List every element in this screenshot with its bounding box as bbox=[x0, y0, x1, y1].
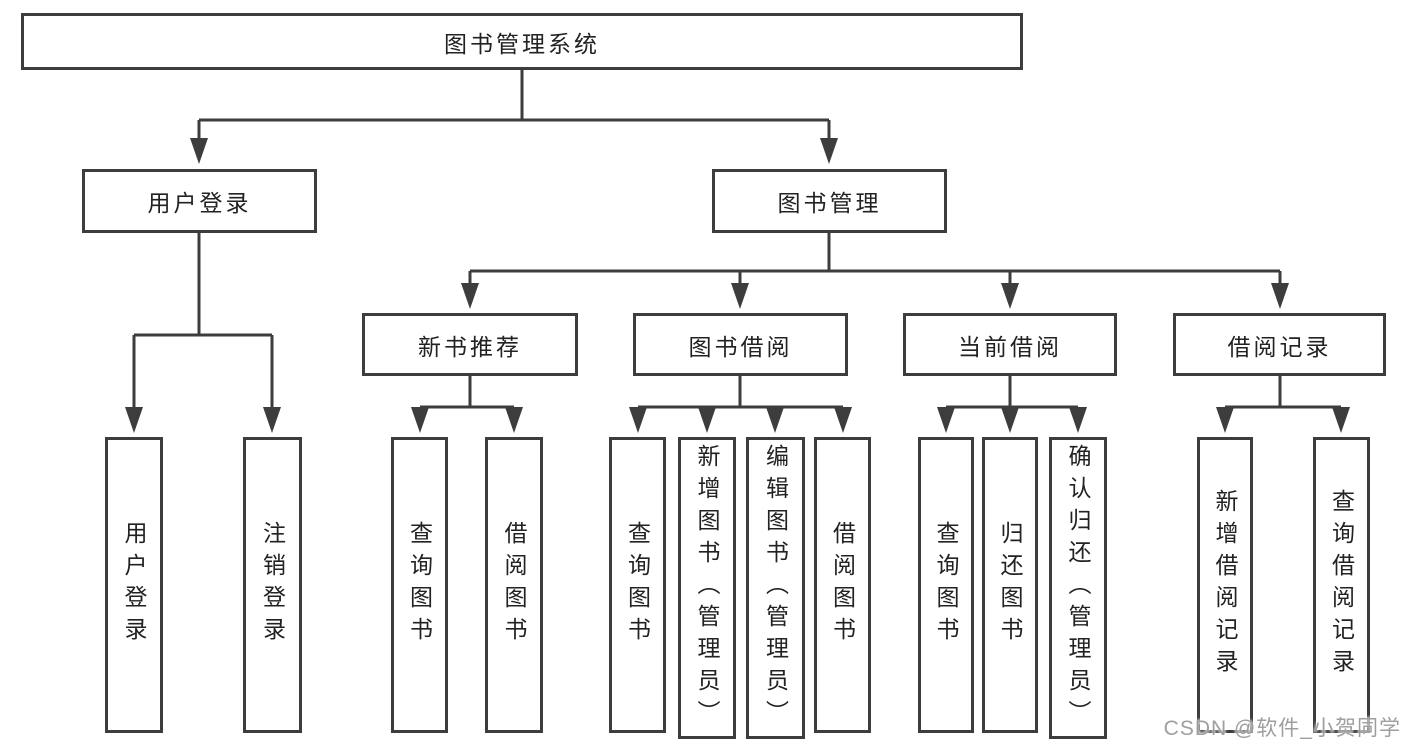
node-user-login-label: 用户登录 bbox=[147, 190, 252, 216]
node-new-book-recommend-label: 新书推荐 bbox=[418, 333, 522, 360]
node-user-login: 用户登录 bbox=[82, 169, 317, 233]
node-leaf-query-books-1: 查询图书 bbox=[391, 437, 448, 733]
node-current-borrow-label: 当前借阅 bbox=[958, 333, 1062, 360]
node-borrow-records-label: 借阅记录 bbox=[1227, 333, 1332, 360]
node-leaf-add-books-admin-label: 新增图书（管理员） bbox=[694, 444, 720, 732]
node-leaf-return-books: 归还图书 bbox=[982, 437, 1038, 733]
node-leaf-logout: 注销登录 bbox=[243, 437, 302, 733]
node-book-borrow-label: 图书借阅 bbox=[688, 333, 793, 360]
node-leaf-query-books-3: 查询图书 bbox=[918, 437, 974, 733]
node-leaf-query-books-1-label: 查询图书 bbox=[406, 521, 433, 649]
node-borrow-records: 借阅记录 bbox=[1173, 313, 1386, 376]
arrowheads bbox=[125, 138, 1350, 433]
node-root: 图书管理系统 bbox=[21, 13, 1023, 70]
node-leaf-query-books-3-label: 查询图书 bbox=[933, 521, 959, 649]
node-book-management: 图书管理 bbox=[712, 169, 947, 233]
node-leaf-confirm-return-admin-label: 确认归还（管理员） bbox=[1065, 444, 1091, 732]
node-leaf-query-borrow-record-label: 查询借阅记录 bbox=[1328, 489, 1355, 681]
node-leaf-return-books-label: 归还图书 bbox=[997, 521, 1023, 649]
node-book-management-label: 图书管理 bbox=[777, 190, 882, 216]
node-leaf-add-borrow-record-label: 新增借阅记录 bbox=[1212, 489, 1238, 681]
node-leaf-borrow-books-1: 借阅图书 bbox=[485, 437, 543, 733]
node-leaf-borrow-books-2-label: 借阅图书 bbox=[829, 521, 856, 649]
watermark: CSDN @软件_小贺同学 bbox=[1163, 717, 1401, 740]
node-leaf-logout-label: 注销登录 bbox=[259, 521, 286, 649]
node-leaf-add-books-admin: 新增图书（管理员） bbox=[678, 437, 736, 739]
node-current-borrow: 当前借阅 bbox=[903, 313, 1117, 376]
connectors bbox=[132, 70, 1341, 412]
node-leaf-borrow-books-1-label: 借阅图书 bbox=[501, 521, 527, 649]
node-leaf-edit-books-admin: 编辑图书（管理员） bbox=[746, 437, 805, 739]
node-new-book-recommend: 新书推荐 bbox=[362, 313, 578, 376]
node-leaf-query-borrow-record: 查询借阅记录 bbox=[1313, 437, 1370, 733]
node-root-label: 图书管理系统 bbox=[444, 30, 600, 57]
node-leaf-add-borrow-record: 新增借阅记录 bbox=[1197, 437, 1253, 733]
node-leaf-confirm-return-admin: 确认归还（管理员） bbox=[1049, 437, 1107, 739]
node-book-borrow: 图书借阅 bbox=[633, 313, 848, 376]
node-leaf-user-login: 用户登录 bbox=[105, 437, 163, 733]
node-leaf-query-books-2-label: 查询图书 bbox=[624, 521, 651, 649]
node-leaf-query-books-2: 查询图书 bbox=[609, 437, 666, 733]
node-leaf-edit-books-admin-label: 编辑图书（管理员） bbox=[762, 444, 789, 732]
node-leaf-borrow-books-2: 借阅图书 bbox=[814, 437, 871, 733]
node-leaf-user-login-label: 用户登录 bbox=[121, 521, 147, 649]
